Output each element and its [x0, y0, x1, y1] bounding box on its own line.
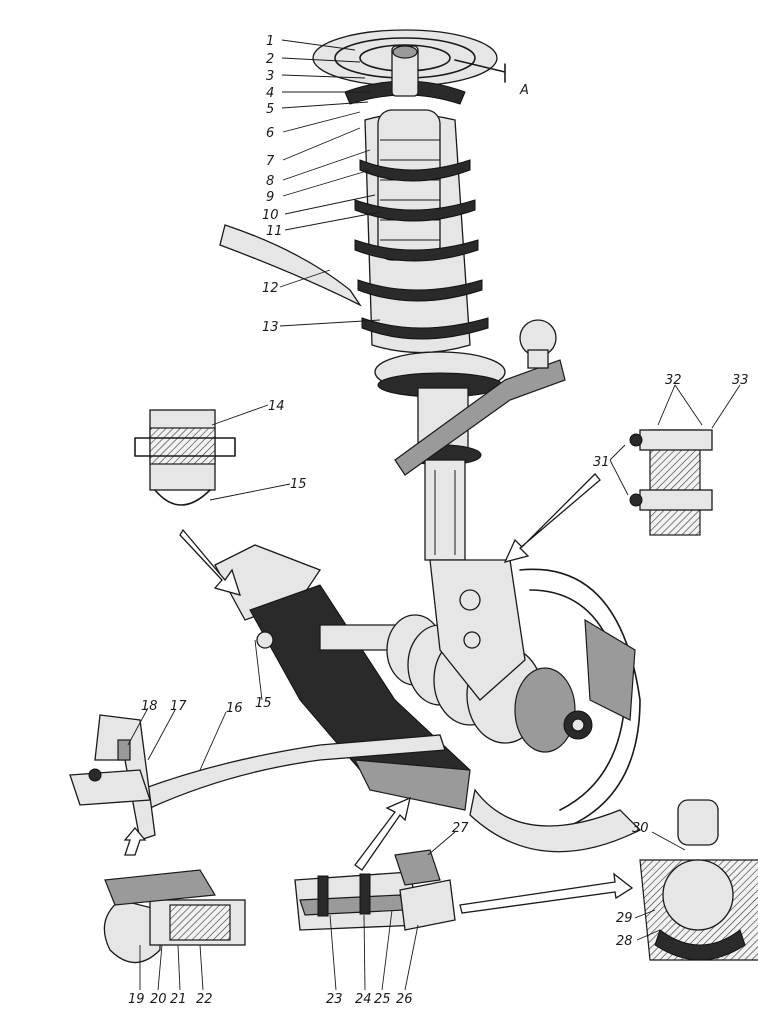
- callout-31: 31: [593, 455, 610, 470]
- strut-top-mount: [312, 29, 506, 105]
- callout-23: 23: [326, 992, 343, 1007]
- callout-12: 12: [262, 281, 279, 296]
- callout-9: 9: [266, 190, 274, 205]
- bar-bracket: [69, 714, 156, 841]
- leader-lines: [127, 39, 741, 991]
- callout-30: 30: [632, 821, 649, 836]
- inset-bushing-14: [134, 409, 241, 596]
- inset-ball-joint: [639, 799, 758, 961]
- callout-7: 7: [266, 154, 275, 169]
- callout-10: 10: [262, 208, 279, 223]
- callout-26: 26: [396, 992, 413, 1007]
- callout-29: 29: [616, 911, 633, 926]
- callout-13: 13: [262, 320, 279, 335]
- callout-25: 25: [374, 992, 391, 1007]
- callout-19: 19: [128, 992, 145, 1007]
- callout-3: 3: [266, 69, 274, 84]
- callout-16: 16: [226, 701, 243, 716]
- callout-24: 24: [355, 992, 372, 1007]
- callout-labels: 1 2 3 4 5 6 7 8 9 10 11 12 13 14 15 15 1…: [128, 34, 749, 1007]
- inset-link-19: [103, 826, 246, 964]
- callout-15-inset: 15: [290, 477, 307, 492]
- brake-shield: [469, 788, 642, 853]
- inset-bracket-23: [294, 796, 634, 931]
- dimension-label-a: A: [519, 83, 529, 98]
- callout-8: 8: [266, 174, 274, 189]
- callout-5: 5: [266, 102, 274, 117]
- callout-4: 4: [266, 86, 274, 101]
- callout-27: 27: [452, 821, 469, 836]
- callout-17: 17: [170, 699, 187, 714]
- callout-21: 21: [170, 992, 187, 1007]
- callout-15-arm: 15: [255, 696, 272, 711]
- inset-plate-31: [503, 429, 713, 563]
- upper-link: [394, 319, 566, 476]
- callout-33: 33: [732, 373, 749, 388]
- stabilizer-arm: [219, 224, 362, 307]
- callout-6: 6: [266, 126, 274, 141]
- callout-2: 2: [266, 52, 274, 67]
- callout-11: 11: [266, 224, 283, 239]
- callout-22: 22: [196, 992, 213, 1007]
- steering-knuckle: [429, 559, 641, 831]
- coil-spring: [354, 109, 506, 398]
- callout-28: 28: [616, 934, 633, 949]
- callout-32: 32: [665, 373, 682, 388]
- callout-14: 14: [268, 399, 285, 414]
- callout-20: 20: [150, 992, 167, 1007]
- callout-1: 1: [266, 34, 274, 49]
- callout-18: 18: [141, 699, 158, 714]
- anti-roll-bar: [139, 734, 446, 809]
